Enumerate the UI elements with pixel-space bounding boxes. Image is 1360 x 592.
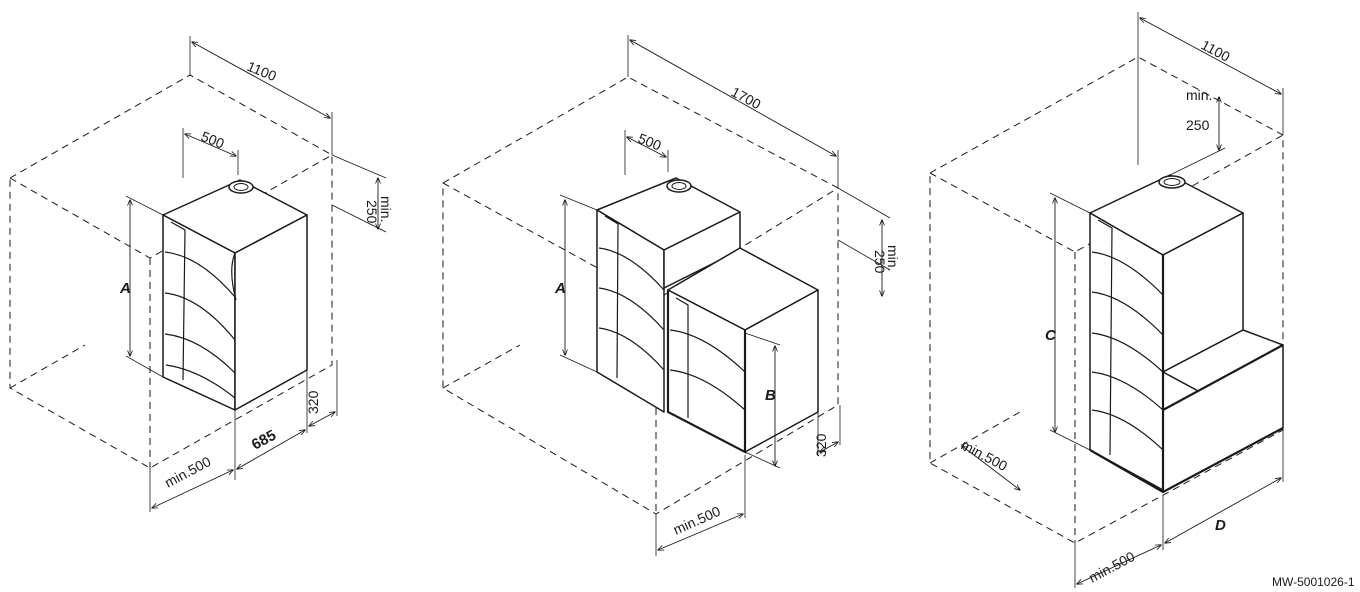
dim-top-min-label: min.	[885, 245, 901, 271]
dim-top-value-label: 250	[364, 200, 380, 224]
dim-top-value-label: 250	[1186, 117, 1210, 133]
dim-width-label: 1700	[729, 84, 764, 113]
storage-tank-2	[666, 247, 819, 454]
dimension-lines-2	[559, 35, 891, 556]
dim-front-min-label: min.500	[671, 503, 723, 538]
dim-depth-label: 685	[249, 427, 279, 454]
dim-height-label-c: C	[1045, 327, 1057, 344]
dim-top-min-label: min.	[1186, 87, 1212, 103]
dim-side-min-label: min.500	[959, 437, 1011, 475]
layout-2-boiler-with-tank: 1700 500 min. 250 A B 320 min.500	[442, 35, 901, 556]
dim-top-min-label: min.	[378, 196, 394, 222]
boiler-1	[162, 179, 308, 411]
dim-offset-label: 500	[199, 128, 227, 152]
dimension-lines-1	[125, 36, 387, 512]
dim-width-label: 1100	[1199, 37, 1233, 65]
dim-depth-label-d: D	[1215, 517, 1226, 534]
dim-height-label-a: A	[554, 280, 566, 297]
layout-3-boiler-with-side-tank: 1100 min. 250 C min.500 D min.500	[929, 12, 1284, 588]
boiler-3	[1089, 174, 1244, 491]
dim-front-min-label: min.500	[162, 453, 214, 491]
diagram-code: MW-5001026-1	[1272, 575, 1355, 589]
dim-height-label-a: A	[119, 280, 131, 297]
dim-side-label: 320	[305, 390, 321, 414]
dim-top-value-label: 250	[872, 250, 888, 274]
layout-1-single-boiler: 1100 500 min. 250 A 685 320 min.500	[9, 36, 394, 512]
dim-side-label: 320	[813, 433, 829, 457]
boiler-2	[596, 177, 741, 413]
dimension-lines-3	[962, 12, 1284, 588]
dim-front-min-label: min.500	[1086, 548, 1138, 586]
dim-offset-label: 500	[636, 130, 664, 154]
dim-height-label-b: B	[765, 387, 776, 404]
side-storage-tank-3	[1089, 255, 1284, 494]
